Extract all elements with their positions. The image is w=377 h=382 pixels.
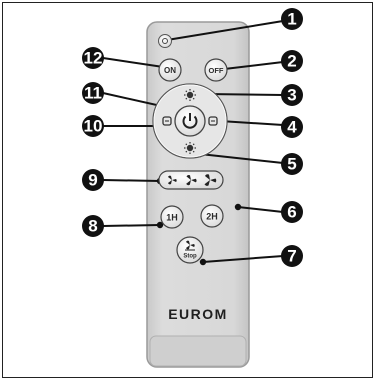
callout-12: 12 bbox=[82, 47, 104, 69]
brightness-up-button[interactable] bbox=[184, 89, 196, 101]
timer-2h-label: 2H bbox=[206, 211, 218, 221]
timer-1h-button[interactable]: 1H bbox=[160, 205, 184, 229]
callout-10: 10 bbox=[82, 115, 104, 137]
brand-logo: EUROM bbox=[168, 306, 228, 322]
fan-icon bbox=[185, 240, 195, 251]
callout-7: 7 bbox=[281, 245, 303, 267]
heater-icon bbox=[208, 116, 218, 126]
callout-2: 2 bbox=[281, 50, 303, 72]
power-icon bbox=[182, 113, 198, 129]
callout-2-number: 2 bbox=[287, 52, 296, 71]
callout-8-number: 8 bbox=[88, 217, 97, 236]
callout-3-number: 3 bbox=[287, 86, 296, 105]
callout-11-number: 11 bbox=[84, 84, 102, 103]
callout-3: 3 bbox=[281, 84, 303, 106]
callout-1: 1 bbox=[281, 8, 303, 30]
power-button[interactable] bbox=[174, 105, 206, 137]
left-mode-button[interactable] bbox=[162, 116, 172, 126]
timer-1h-label: 1H bbox=[166, 212, 178, 222]
fan-medium-icon bbox=[186, 174, 197, 186]
fan-high-icon bbox=[204, 174, 217, 186]
fan-low-icon bbox=[168, 175, 177, 185]
heater-icon bbox=[162, 116, 172, 126]
on-button-label: ON bbox=[164, 66, 176, 75]
callout-6-number: 6 bbox=[287, 203, 296, 222]
brightness-down-button[interactable] bbox=[184, 142, 196, 154]
stop-button-label: Stop bbox=[183, 254, 197, 260]
callout-7-number: 7 bbox=[287, 247, 296, 266]
callout-11: 11 bbox=[82, 82, 104, 104]
callout-5: 5 bbox=[281, 153, 303, 175]
off-button-label: OFF bbox=[209, 66, 224, 75]
callout-6: 6 bbox=[281, 201, 303, 223]
callout-8: 8 bbox=[82, 215, 104, 237]
callout-9-number: 9 bbox=[88, 171, 97, 190]
callout-4: 4 bbox=[281, 116, 303, 138]
sun-icon bbox=[184, 142, 196, 154]
callout-5-number: 5 bbox=[287, 155, 296, 174]
sun-icon bbox=[184, 89, 196, 101]
right-mode-button[interactable] bbox=[208, 116, 218, 126]
light-indicator-button[interactable] bbox=[158, 34, 172, 48]
stop-button[interactable]: Stop bbox=[176, 236, 204, 264]
fan-speed-bar[interactable] bbox=[158, 170, 224, 190]
callout-10-number: 10 bbox=[84, 117, 103, 136]
off-button[interactable]: OFF bbox=[204, 58, 228, 82]
timer-2h-button[interactable]: 2H bbox=[200, 204, 224, 228]
callout-1-number: 1 bbox=[287, 10, 296, 29]
on-button[interactable]: ON bbox=[158, 58, 182, 82]
callout-4-number: 4 bbox=[287, 118, 297, 137]
callout-9: 9 bbox=[82, 169, 104, 191]
callout-12-number: 12 bbox=[84, 49, 103, 68]
